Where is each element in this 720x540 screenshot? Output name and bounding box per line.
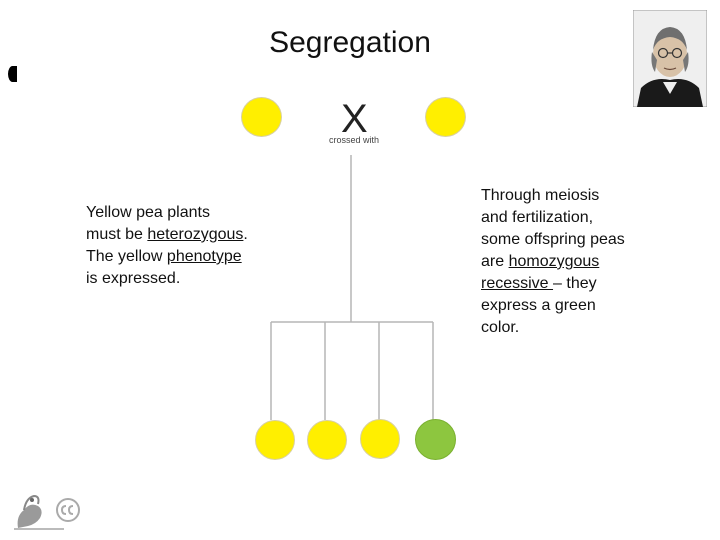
cross-label: crossed with	[329, 135, 380, 145]
offspring-pea-3	[360, 419, 400, 459]
portrait-image	[633, 10, 707, 107]
offspring-pea-4	[415, 419, 456, 460]
parent-pea-left	[241, 97, 282, 137]
offspring-pea-2	[307, 420, 347, 460]
slide-title: Segregation	[269, 26, 431, 59]
offspring-pea-1	[255, 420, 295, 460]
cross-symbol: X	[341, 97, 368, 141]
footer-logo-image	[14, 494, 80, 530]
left-explanation-text: Yellow pea plants must be heterozygous. …	[86, 204, 248, 287]
slide-bullet-mark	[8, 66, 17, 82]
parent-pea-right	[425, 97, 466, 137]
right-explanation-text: Through meiosis and fertilization, some …	[481, 187, 625, 336]
